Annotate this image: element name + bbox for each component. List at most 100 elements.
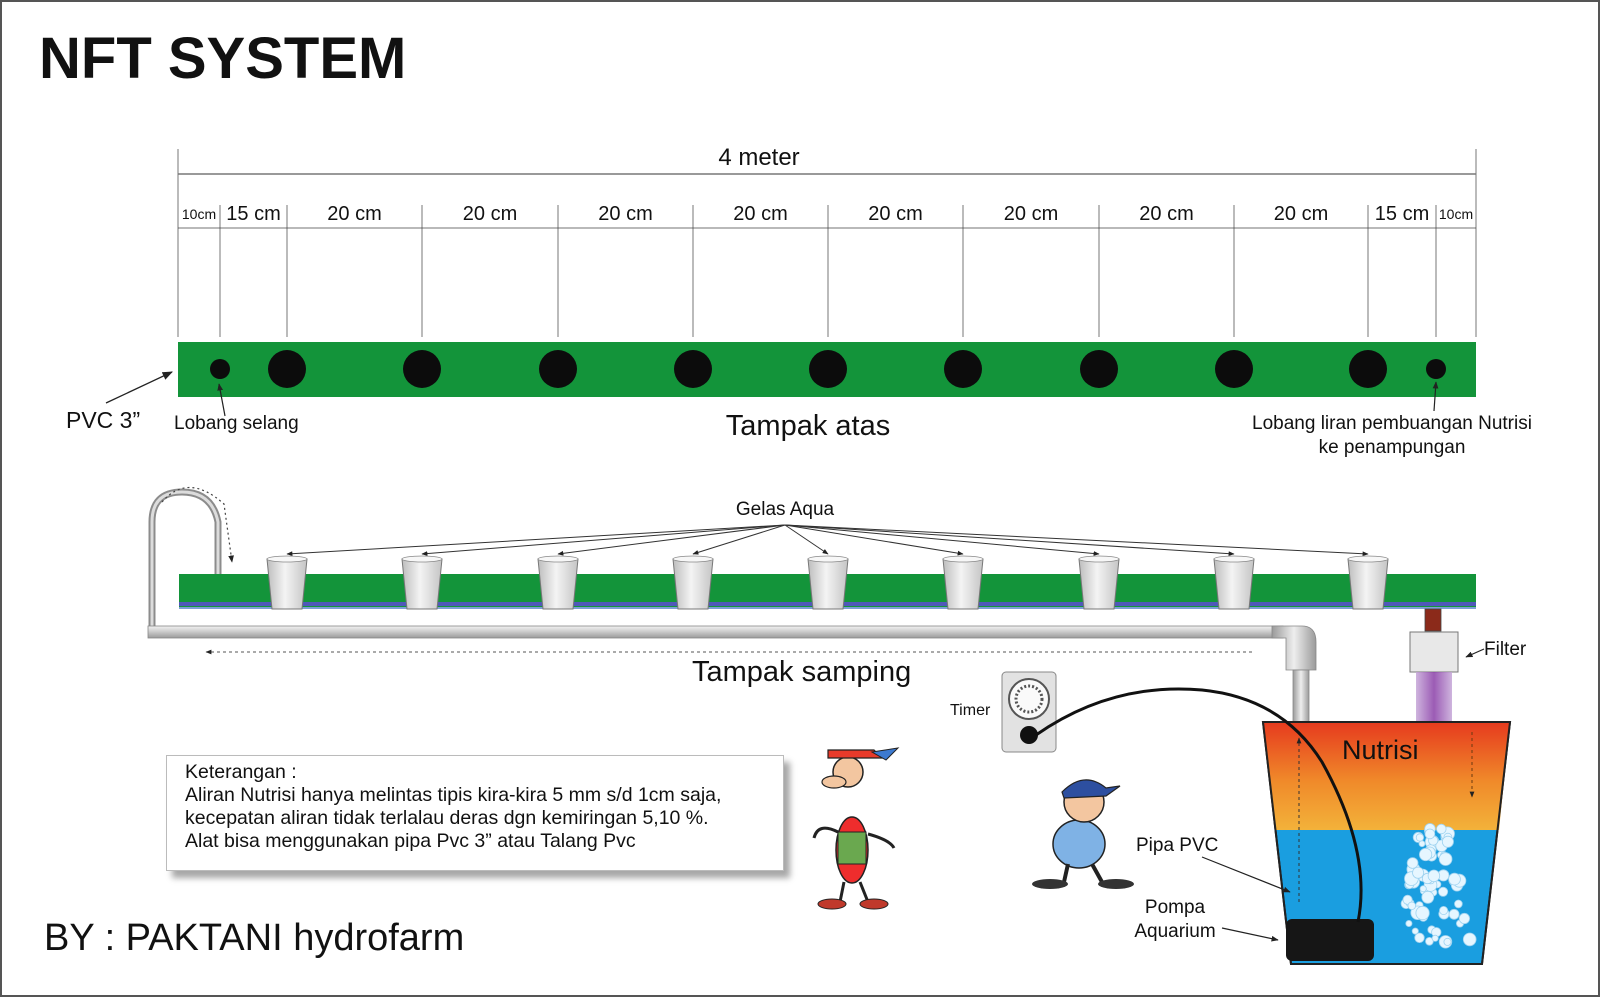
aqua-cup: [1078, 558, 1120, 610]
segment-label: 20 cm: [463, 203, 517, 225]
cup-pointer: [784, 524, 1235, 557]
filter-label: Filter: [1484, 639, 1527, 660]
air-bubble: [1421, 890, 1435, 904]
filter-arrow: [1465, 648, 1485, 658]
tank-label: Nutrisi: [1342, 735, 1419, 765]
air-bubble: [1419, 885, 1427, 893]
planting-hole: [809, 350, 847, 388]
segment-label: 20 cm: [598, 203, 652, 225]
segment-label: 20 cm: [733, 203, 787, 225]
aqua-cups: [266, 555, 1389, 610]
supply-pipe-horizontal: [147, 625, 1284, 639]
air-bubble: [1454, 899, 1463, 909]
diagram-title: NFT SYSTEM: [39, 26, 406, 91]
outlet-hole-arrow: [1432, 381, 1439, 412]
planting-hole: [1215, 350, 1253, 388]
aqua-cup: [807, 558, 849, 610]
pvc-size-label: PVC 3”: [66, 407, 140, 433]
small-hole: [210, 359, 230, 379]
segment-label: 20 cm: [868, 203, 922, 225]
air-bubble: [1438, 852, 1453, 866]
pump-arrow: [1221, 927, 1279, 942]
tank-outline: [1261, 721, 1512, 965]
air-bubble: [1443, 937, 1452, 946]
planting-hole: [1080, 350, 1118, 388]
cup-pointer: [784, 524, 829, 555]
air-bubble: [1427, 869, 1441, 883]
aqua-cup: [672, 558, 714, 610]
timer-label: Timer: [950, 702, 991, 719]
total-length-label: 4 meter: [718, 144, 799, 171]
air-bubble: [1431, 934, 1439, 942]
aqua-cup-rim: [807, 555, 849, 563]
notes-line-2: kecepatan aliran tidak terlalau deras dg…: [185, 807, 709, 829]
air-bubble: [1412, 866, 1425, 879]
aqua-cup-rim: [1078, 555, 1120, 563]
segment-label: 20 cm: [1004, 203, 1058, 225]
outlet-hole-label-line2: ke penampungan: [1319, 437, 1466, 458]
cup-pointer: [784, 524, 964, 556]
aquarium-pump: [1286, 919, 1374, 961]
segment-label: 15 cm: [226, 203, 280, 225]
notes-heading: Keterangan :: [185, 761, 297, 783]
cup-pointer: [286, 524, 786, 557]
timer-socket: [1020, 726, 1038, 744]
air-bubble: [1405, 920, 1413, 928]
pump-label-line2: Aquarium: [1134, 921, 1215, 942]
aqua-cup-rim: [1347, 555, 1389, 563]
aqua-cup: [1213, 558, 1255, 610]
aqua-cup-rim: [537, 555, 579, 563]
inlet-hole-label: Lobang selang: [174, 413, 299, 434]
aqua-cup-rim: [266, 555, 308, 563]
farmer-cap-illustration: [1032, 779, 1134, 889]
air-bubble: [1414, 932, 1425, 944]
filter-housing: [1409, 631, 1459, 673]
nutrient-tank-upper: [1263, 722, 1510, 830]
drain-fitting: [1424, 608, 1442, 632]
air-bubbles: [1400, 823, 1477, 949]
aqua-cup: [537, 558, 579, 610]
air-bubble: [1418, 840, 1426, 848]
aqua-cup-rim: [401, 555, 443, 563]
cup-pointer: [421, 524, 786, 556]
timer-dial-ticks: [1014, 684, 1044, 714]
air-bubble: [1411, 927, 1419, 935]
air-bubble: [1407, 901, 1416, 910]
cup-pointer-arrows: [286, 524, 1369, 557]
outlet-hole-label-line1: Lobang liran pembuangan Nutrisi: [1252, 413, 1532, 434]
air-bubble: [1415, 833, 1425, 842]
cup-pointer: [692, 524, 786, 555]
planting-hole: [403, 350, 441, 388]
cups-label: Gelas Aqua: [736, 499, 835, 520]
power-cord: [1035, 687, 1363, 923]
small-hole: [1426, 359, 1446, 379]
planting-hole: [674, 350, 712, 388]
cup-pointer: [784, 524, 1369, 557]
segment-label: 15 cm: [1375, 203, 1429, 225]
notes-line-1: Aliran Nutrisi hanya melintas tipis kira…: [185, 784, 722, 806]
planting-hole: [1349, 350, 1387, 388]
cup-pointer: [557, 524, 786, 556]
segment-label: 10cm: [1439, 206, 1473, 222]
air-bubble: [1424, 828, 1436, 840]
aqua-cup-rim: [942, 555, 984, 563]
planting-hole: [944, 350, 982, 388]
air-bubble: [1425, 936, 1434, 946]
hose-flow-arrow: [161, 486, 234, 563]
air-bubble: [1438, 886, 1449, 897]
air-bubble: [1439, 906, 1449, 916]
aqua-cup-rim: [1213, 555, 1255, 563]
segment-label: 20 cm: [327, 203, 381, 225]
segment-label: 10cm: [182, 206, 216, 222]
aqua-cup: [401, 558, 443, 610]
pump-label-line1: Pompa: [1145, 897, 1206, 918]
air-bubble: [1441, 835, 1454, 848]
aqua-cup-rim: [672, 555, 714, 563]
air-bubble: [1415, 905, 1430, 921]
notes-line-3: Alat bisa menggunakan pipa Pvc 3” atau T…: [185, 830, 636, 852]
farmer-illustration: [812, 747, 900, 910]
side-view-label: Tampak samping: [692, 656, 911, 688]
air-bubble: [1458, 912, 1471, 925]
